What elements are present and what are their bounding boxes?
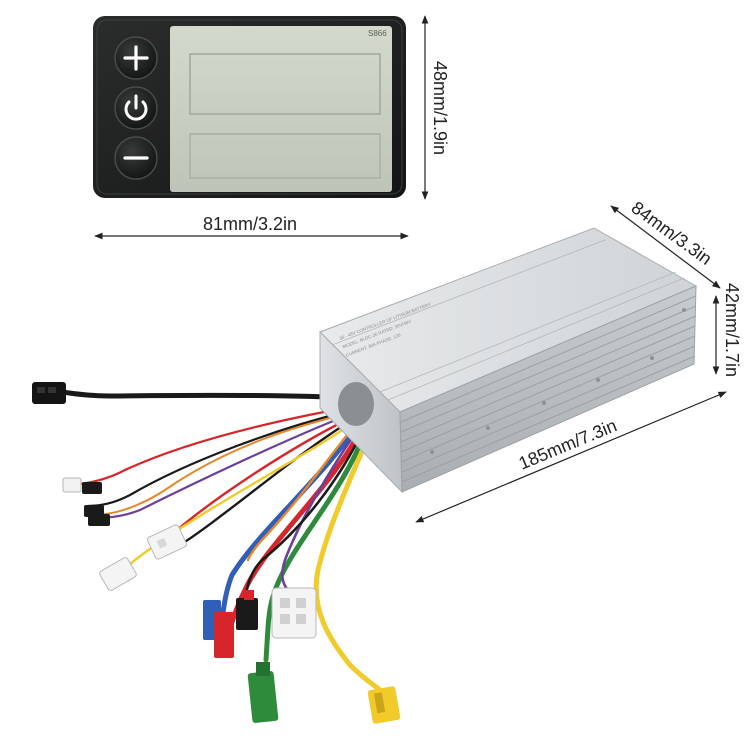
- white-connector-3: [99, 557, 137, 591]
- display-height-label: 48mm/1.9in: [430, 61, 450, 155]
- red-terminal-connector: [214, 612, 234, 658]
- display-height-dimension: 48mm/1.9in: [421, 15, 450, 200]
- white-connector-2: [147, 524, 187, 560]
- display-width-label: 81mm/3.2in: [203, 214, 297, 234]
- white-connector-small-1: [62, 477, 82, 493]
- yellow-connector: [367, 686, 401, 724]
- plus-button[interactable]: [114, 36, 158, 80]
- power-button[interactable]: [114, 86, 158, 130]
- black-connector-small-1: [82, 482, 102, 494]
- black-terminal-connector: [236, 590, 258, 630]
- wire-connectors: [32, 382, 401, 724]
- green-connector: [247, 662, 279, 723]
- minus-button[interactable]: [114, 136, 158, 180]
- lcd-display-unit: S866: [93, 16, 406, 198]
- controller-height-dimension: 42mm/1.7in: [712, 283, 742, 377]
- display-width-dimension: 81mm/3.2in: [94, 214, 409, 240]
- power-icon: [124, 94, 148, 121]
- lcd-screen: [170, 26, 392, 192]
- top-grooves: [331, 239, 685, 401]
- plus-icon: [123, 45, 149, 71]
- black-plug-connector: [32, 382, 66, 404]
- motor-controller-box: 36 - 48V CONTROLLER OF LITHIUM BATTERY M…: [319, 227, 698, 494]
- white-six-pin-connector: [271, 587, 317, 639]
- black-connector-small-3: [88, 514, 110, 526]
- display-model-label: S866: [368, 29, 387, 38]
- cable-grommet: [338, 382, 374, 426]
- controller-height-label: 42mm/1.7in: [722, 283, 742, 377]
